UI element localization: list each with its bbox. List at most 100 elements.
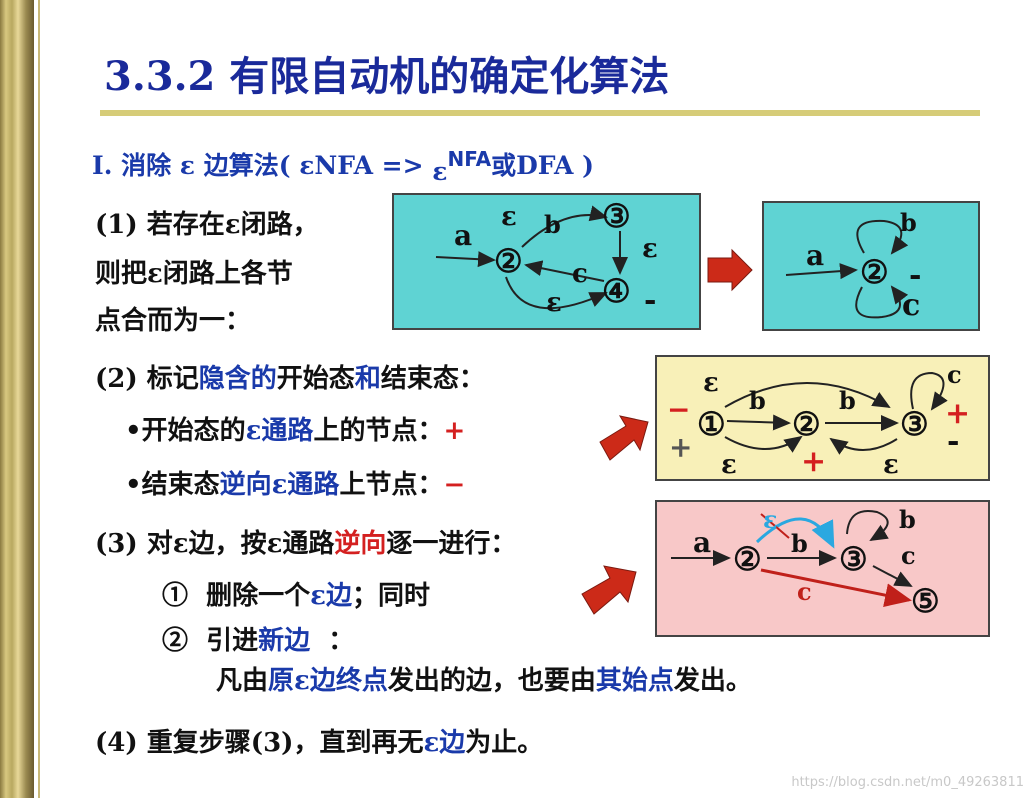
arrow-upright-icon-2 (581, 565, 637, 615)
diagram4-svg: a ② ③ ⑤ b b c c ε (671, 505, 940, 620)
step3-sub2: ② 引进新边 ： (162, 620, 354, 657)
d4-eps: ε (763, 505, 778, 534)
s1b: ε边 (310, 581, 352, 611)
step4-line: (4) 重复步骤(3)，直到再无ε边为止。 (95, 722, 543, 759)
step2-p1: 标记 (146, 364, 199, 394)
d4-node5: ⑤ (911, 582, 940, 620)
step2-bullet1: •开始态的ε通路上的节点：+ (125, 410, 465, 447)
d4-a: a (693, 526, 711, 559)
s2c: ： (328, 626, 355, 656)
b2sign: − (443, 470, 466, 500)
step1-label: (1) (95, 210, 138, 240)
diagram1-box: a ② ③ ④ b c ε ε ε - (392, 193, 701, 330)
d3-node1: ① (697, 405, 726, 443)
title-underline (100, 110, 980, 116)
diagram3-svg: ① ② ③ b b c ε ε ε − + + + - (667, 360, 970, 480)
heading-eps: ε (432, 157, 448, 186)
step3-line: (3) 对ε边，按ε通路逆向逐一进行： (95, 523, 516, 560)
d2-a: a (806, 239, 824, 272)
d3-node2: ② (792, 405, 821, 443)
d3-b1: b (749, 386, 766, 415)
d3-node3: ③ (900, 405, 929, 443)
step1-text1: 若存在ε闭路， (146, 210, 319, 240)
d1-node2: ② (494, 242, 523, 280)
d4-node3: ③ (839, 540, 868, 578)
d1-node4: ④ (602, 272, 631, 310)
step4-p3: 为止。 (465, 728, 544, 758)
step3-p3: 逐一进行： (386, 529, 517, 559)
step4-p1: 重复步骤(3)，直到再无 (146, 728, 424, 758)
b1c: 上的节点： (313, 416, 444, 446)
step2-label: (2) (95, 364, 138, 394)
d3-plus1: + (669, 431, 692, 464)
step2-line: (2) 标记隐含的开始态和结束态： (95, 358, 485, 395)
s3d: 其始点 (595, 666, 674, 696)
step2-p4: 和 (354, 364, 381, 394)
spine-divider (38, 0, 40, 798)
d1-eps3: ε (546, 288, 562, 318)
step2-p2: 隐含的 (198, 364, 277, 394)
s3a: 凡由 (216, 666, 269, 696)
step2-p6: ： (458, 364, 485, 394)
b2a: •结束态 (125, 470, 220, 500)
d2-node2: ② (860, 253, 889, 291)
s3e: 发出。 (673, 666, 752, 696)
step3-sub3: 凡由原ε边终点发出的边，也要由其始点发出。 (216, 660, 752, 697)
d3-eps3: ε (883, 450, 899, 480)
d4-c2: c (797, 577, 812, 606)
heading-suffix: 或DFA ) (491, 151, 594, 180)
d3-eps2: ε (721, 450, 737, 480)
step3-p2: 逆向 (334, 529, 387, 559)
d3-minus1: − (667, 393, 690, 426)
d1-eps1: ε (501, 202, 517, 232)
d1-minus: - (644, 283, 656, 318)
d1-b: b (544, 210, 561, 239)
d1-eps2: ε (642, 234, 658, 264)
diagram2-box: a ② b c - (762, 201, 980, 331)
b1a: •开始态的 (125, 416, 246, 446)
step2-bullet2: •结束态逆向ε通路上节点：− (125, 464, 465, 501)
notebook-spine (0, 0, 34, 798)
arrow-upright-icon (599, 415, 649, 461)
arrow-right-icon (707, 248, 753, 292)
step4-p2: ε边 (423, 728, 466, 758)
s1c: ；同时 (351, 581, 430, 611)
s1a: 删除一个 (206, 581, 311, 611)
d4-c1: c (901, 541, 916, 570)
d4-node2: ② (733, 540, 762, 578)
s2b: 新边 (258, 626, 311, 656)
d3-c: c (947, 360, 962, 389)
d3-b2: b (839, 386, 856, 415)
b1b: ε通路 (245, 416, 314, 446)
diagram3-box: ① ② ③ b b c ε ε ε − + + + - (655, 355, 990, 481)
watermark: https://blog.csdn.net/m0_49263811 (791, 775, 1024, 790)
s3c: 发出的边，也要由 (387, 666, 596, 696)
page-title: 3.3.2 有限自动机的确定化算法 (104, 53, 670, 100)
step2-p3: 开始态 (276, 364, 355, 394)
s2a: 引进 (206, 626, 259, 656)
heading-sup: NFA (447, 147, 492, 171)
diagram1-svg: a ② ③ ④ b c ε ε ε - (435, 197, 658, 318)
d3-minus3: - (947, 424, 959, 459)
d1-node3: ③ (602, 197, 631, 235)
d2-b: b (900, 208, 917, 237)
d4-b2: b (899, 505, 916, 534)
d1-c: c (572, 259, 588, 289)
heading-prefix: Ⅰ. 消除 ε 边算法( εNFA => (92, 151, 433, 180)
s3b: 原ε边终点 (268, 666, 388, 696)
step3-label: (3) (95, 529, 138, 559)
b2b: 逆向ε通路 (219, 470, 340, 500)
diagram2-svg: a ② b c - (785, 208, 921, 323)
step1-line3: 点合而为一： (95, 306, 252, 336)
d3-plus3: + (945, 396, 970, 431)
d2-c: c (902, 288, 920, 323)
step1-line2: 则把ε闭路上各节 (95, 259, 293, 289)
b2c: 上节点： (339, 470, 444, 500)
d3-plus2: + (801, 444, 826, 479)
s1num: ① (162, 581, 189, 611)
step3-p1: 对ε边，按ε通路 (146, 529, 335, 559)
step3-sub1: ① 删除一个ε边；同时 (162, 575, 430, 612)
diagram4-box: a ② ③ ⑤ b b c c ε (655, 500, 990, 637)
step2-p5: 结束态 (380, 364, 459, 394)
d1-a: a (454, 219, 472, 252)
